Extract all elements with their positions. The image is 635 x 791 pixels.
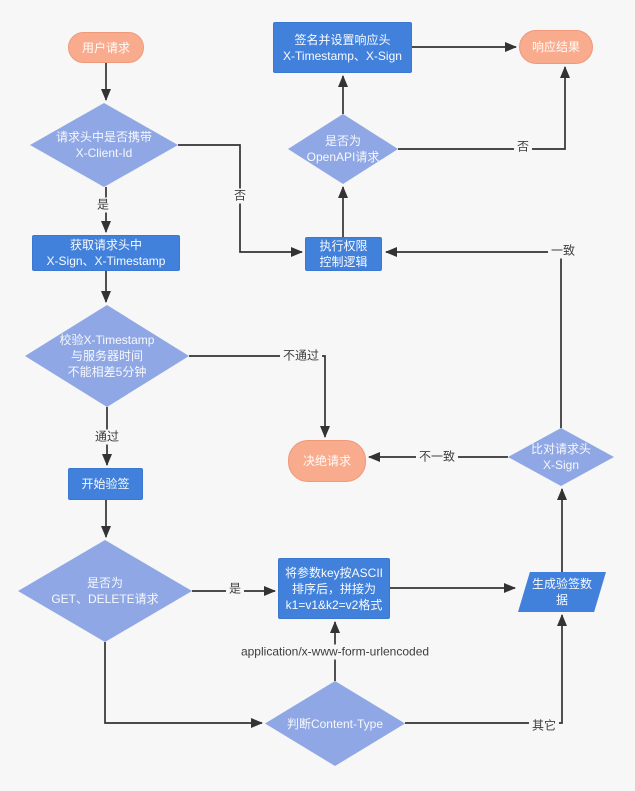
edge-comparesign-match-to-permission: [385, 247, 562, 428]
edge-label-yes-get-delete: 是: [225, 581, 245, 597]
edge-label-no-client-id: 否: [230, 188, 250, 204]
node-generate-sign-data: 生成验签数据: [518, 572, 606, 612]
edge-label-yes-client-id: 是: [93, 197, 113, 213]
edge-label-fail: 不通过: [279, 348, 323, 364]
edge-label-content-type-other: 其它: [528, 718, 560, 734]
edge-label-not-match: 不一致: [415, 449, 459, 465]
edge-label-match: 一致: [547, 243, 579, 259]
node-response-result: 响应结果: [519, 30, 593, 64]
edge-timestamp-fail-to-reject: [189, 355, 330, 438]
node-reject-request: 决绝请求: [288, 440, 366, 482]
node-start-verify: 开始验签: [68, 468, 143, 500]
edge-isopenapi-no-to-response: [398, 66, 570, 150]
node-get-headers: 获取请求头中 X-Sign、X-Timestamp: [32, 235, 180, 271]
edge-getdelete-to-contenttype: [104, 642, 263, 728]
node-permission-logic: 执行权限控制逻辑: [305, 237, 382, 271]
edge-label-pass: 通过: [91, 429, 123, 445]
node-sort-params: 将参数key按ASCII 排序后，拼接为 k1=v1&k2=v2格式: [278, 558, 390, 619]
edge-label-not-openapi: 否: [513, 139, 533, 155]
edge-label-content-type-form: application/x-www-form-urlencoded: [237, 644, 433, 660]
node-user-request: 用户请求: [68, 32, 144, 63]
edge-contenttype-other-to-gensign: [405, 614, 567, 724]
node-sign-response-headers: 签名并设置响应头 X-Timestamp、X-Sign: [273, 22, 412, 73]
